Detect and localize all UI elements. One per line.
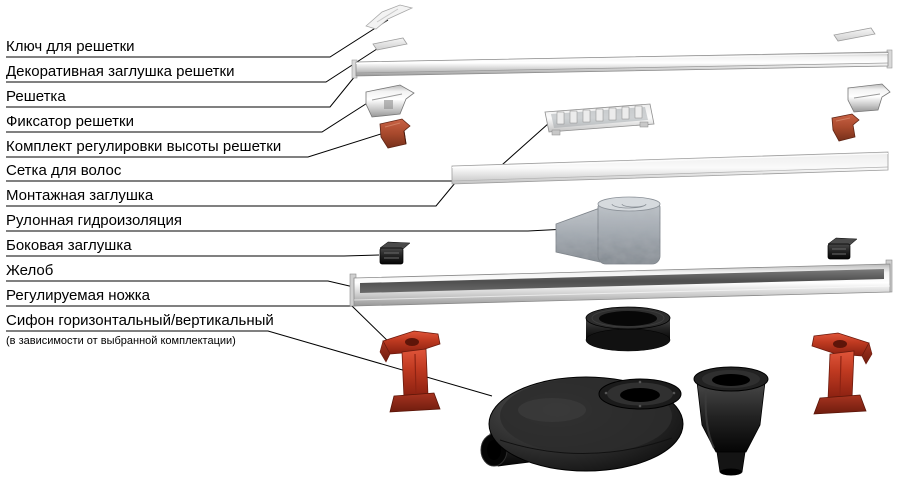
callout-line: [6, 19, 389, 58]
label-decorative-plug: Декоративная заглушка решетки: [6, 63, 235, 80]
label-siphon: Сифон горизонтальный/вертикальный: [6, 312, 274, 329]
label-channel: Желоб: [6, 262, 54, 279]
callout-line: [6, 69, 361, 108]
label-side-plug: Боковая заглушка: [6, 237, 132, 254]
label-mounting-plug: Монтажная заглушка: [6, 187, 154, 204]
label-grate-fixator: Фиксатор решетки: [6, 113, 134, 130]
channel-image: [349, 259, 893, 307]
callout-line: [6, 99, 373, 133]
label-waterproofing-roll: Рулонная гидроизоляция: [6, 212, 182, 229]
decorative-plug-left-image: [372, 37, 408, 51]
horizontal-siphon-image: [480, 376, 684, 472]
adjustable-foot-right-image: [811, 332, 873, 415]
callout-line: [6, 280, 359, 289]
label-height-adjustment-kit: Комплект регулировки высоты решетки: [6, 138, 282, 155]
callout-line: [6, 228, 568, 232]
grate-key-image: [365, 4, 414, 30]
height-adjustment-kit-left-image: [379, 118, 411, 149]
adjustable-foot-left-image: [379, 330, 441, 413]
label-siphon-note: (в зависимости от выбранной комплектации…: [6, 335, 236, 347]
side-plug-left-image: [379, 241, 411, 265]
grate-fixator-right-image: [847, 83, 891, 113]
label-grate: Решетка: [6, 88, 66, 105]
hair-strainer-image: [544, 103, 655, 136]
decorative-plug-right-image: [833, 27, 876, 42]
grate-image: [351, 49, 893, 79]
waterproofing-roll-image: [555, 196, 661, 265]
vertical-siphon-image: [693, 366, 769, 476]
callout-line: [6, 254, 380, 257]
label-grate-key: Ключ для решетки: [6, 38, 135, 55]
height-adjustment-kit-right-image: [831, 113, 860, 142]
callout-line: [6, 46, 381, 83]
callout-line: [6, 132, 385, 158]
grate-fixator-left-image: [365, 84, 415, 118]
mounting-plug-image: [451, 151, 889, 185]
label-adjustable-foot: Регулируемая ножка: [6, 287, 150, 304]
label-hair-strainer: Сетка для волос: [6, 162, 122, 179]
drain-outlet-flange-image: [585, 306, 671, 352]
callout-line: [6, 176, 461, 207]
side-plug-right-image: [827, 237, 858, 260]
